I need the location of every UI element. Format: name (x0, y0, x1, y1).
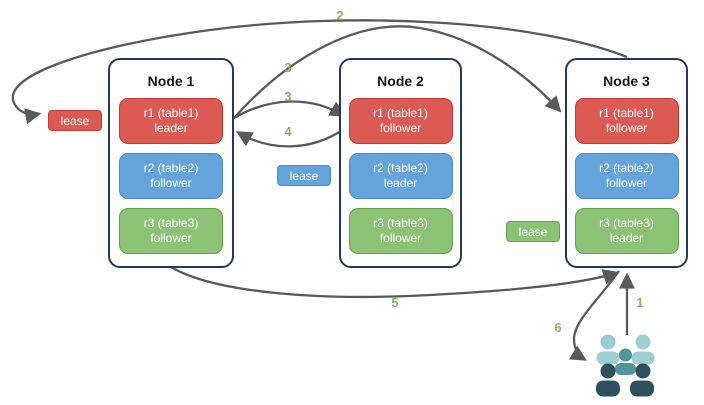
node-3-replica-r1: r1 (table1) follower (574, 98, 679, 144)
arrow-step5-node1-to-node3 (170, 266, 620, 299)
step-label-2: 2 (336, 8, 344, 23)
replica-name: r1 (table1) (599, 106, 654, 120)
arrow-step3-leader-to-node3 (232, 25, 562, 120)
replica-name: r3 (table3) (599, 216, 654, 230)
replica-name: r2 (table2) (143, 161, 199, 175)
node-1: Node 1 r1 (table1) leader r2 (table2) fo… (108, 58, 234, 268)
node-3-title: Node 3 (603, 73, 650, 89)
replica-role: follower (150, 176, 192, 190)
replica-role: follower (605, 121, 648, 135)
node-3-replica-r3: r3 (table3) leader (574, 208, 679, 254)
replica-role: follower (150, 231, 192, 245)
replica-name: r1 (table1) (143, 106, 199, 120)
node-2-title: Node 2 (377, 73, 424, 89)
replica-role: leader (609, 231, 644, 245)
node-3: Node 3 r1 (table1) follower r2 (table2) … (565, 58, 688, 268)
arrow-step6-node3-to-users (569, 270, 620, 361)
lease-badge-table2: lease (277, 165, 331, 186)
node-1-replica-r1: r1 (table1) leader (119, 98, 223, 144)
lease-badge-table1: lease (48, 110, 102, 131)
replica-role: follower (605, 176, 648, 190)
node-1-replica-r3: r3 (table3) follower (119, 208, 223, 254)
node-1-title: Node 1 (147, 73, 195, 89)
node-2-replica-r2: r2 (table2) leader (348, 153, 453, 199)
replica-role: leader (383, 176, 418, 190)
node-3-replica-r2: r2 (table2) follower (574, 153, 679, 199)
arrow-step3-leader-to-node2 (233, 100, 346, 119)
replica-role: follower (379, 231, 422, 245)
replica-role: follower (379, 121, 422, 135)
arrow-step4-node2-to-leader (236, 128, 345, 148)
lease-badge-table3: lease (506, 221, 560, 242)
node-2-replica-r1: r1 (table1) follower (348, 98, 453, 144)
node-1-replica-r2: r2 (table2) follower (119, 153, 223, 199)
node-2-replica-r3: r3 (table3) follower (348, 208, 453, 254)
replica-name: r2 (table2) (373, 161, 428, 175)
step-label-5: 5 (391, 295, 399, 310)
step-label-3a: 3 (284, 60, 292, 75)
step-label-1: 1 (636, 295, 644, 310)
replica-name: r3 (table3) (143, 216, 199, 230)
replica-name: r3 (table3) (373, 216, 428, 230)
arrow-step2-node3-to-lease1 (11, 19, 628, 125)
users-icon (596, 334, 655, 397)
replica-name: r1 (table1) (373, 106, 428, 120)
step-label-6: 6 (554, 320, 562, 335)
step-label-3b: 3 (284, 89, 292, 104)
step-label-4: 4 (284, 124, 292, 139)
replica-role: leader (154, 121, 188, 135)
replica-name: r2 (table2) (599, 161, 654, 175)
node-2: Node 2 r1 (table1) follower r2 (table2) … (339, 58, 462, 268)
